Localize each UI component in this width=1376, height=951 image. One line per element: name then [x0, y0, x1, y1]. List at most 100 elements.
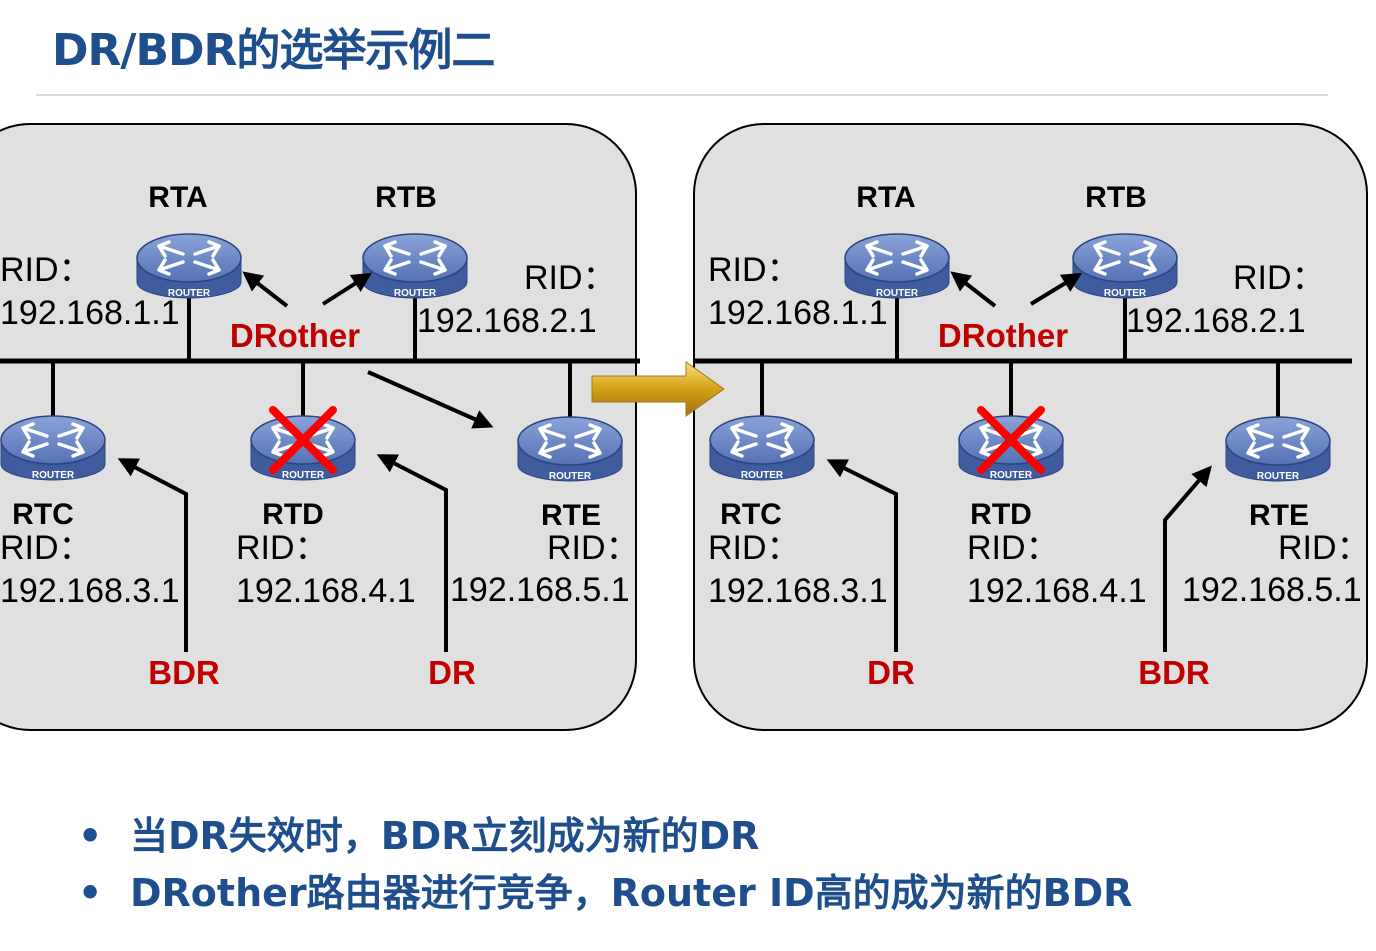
router-arrow-glyph	[766, 422, 794, 440]
router-name: RTE	[541, 499, 601, 532]
rtc-router-icon: ROUTER	[0, 415, 106, 481]
router-arrow-glyph	[538, 423, 566, 441]
dr-label: DR	[867, 654, 915, 691]
dr-pointer-arrow	[376, 454, 448, 652]
drother-label: DRother	[938, 317, 1068, 354]
router-name: RTD	[970, 498, 1032, 531]
bullet-marker: •	[78, 814, 103, 858]
router-name: RTB	[1085, 181, 1147, 214]
router-name: RTB	[375, 181, 437, 214]
failed-x-mark-icon	[269, 406, 337, 474]
rid-value: 192.168.3.1	[708, 572, 888, 610]
failed-x-stroke	[269, 406, 337, 474]
bdr-pointer-arrow	[1163, 465, 1212, 652]
bdr-label: BDR	[1138, 654, 1210, 691]
router-arrow-glyph	[1246, 423, 1274, 441]
router-top	[1072, 233, 1178, 283]
router-name: RTA	[148, 181, 207, 214]
rid-label: RID：	[524, 259, 617, 297]
rid-value: 192.168.5.1	[1182, 571, 1362, 609]
rid-label: RID：	[236, 529, 329, 567]
bullet-text: DRother路由器进行竞争，Router ID高的成为新的BDR	[130, 871, 1133, 915]
router-top	[844, 233, 950, 283]
rid-value: 192.168.1.1	[708, 294, 888, 332]
rid-value: 192.168.4.1	[967, 572, 1147, 610]
bullet-text: 当DR失效时，BDR立刻成为新的DR	[130, 814, 760, 858]
bullet-item: • 当DR失效时，BDR立刻成为新的DR	[78, 805, 759, 860]
router-name: RTA	[856, 181, 915, 214]
router-top	[709, 415, 815, 465]
drother-arrow	[950, 271, 997, 308]
router-arrow-glyph	[1282, 423, 1310, 441]
drother-label: DRother	[230, 317, 360, 354]
failed-x-mark-icon	[977, 406, 1045, 474]
router-name: RTC	[12, 498, 74, 531]
router-arrow-glyph	[901, 258, 929, 276]
router-icon-label: ROUTER	[1104, 288, 1147, 299]
router-arrow-glyph	[57, 440, 85, 458]
rtb-router-icon: ROUTER	[362, 233, 468, 299]
transition-arrow-icon	[591, 361, 725, 417]
router-arrow-glyph	[865, 258, 893, 276]
router-arrow-glyph	[865, 240, 893, 258]
drother-arrow	[242, 271, 289, 308]
router-name: RTE	[1249, 499, 1309, 532]
drother-arrow	[321, 272, 373, 306]
rtc-router-icon: ROUTER	[709, 415, 815, 481]
rid-value: 192.168.2.1	[1126, 302, 1306, 340]
router-top	[1225, 416, 1331, 466]
drother-arrow	[1029, 272, 1083, 306]
router-icon-label: ROUTER	[876, 288, 919, 299]
router-arrow-glyph	[538, 441, 566, 459]
rid-value: 192.168.5.1	[450, 571, 630, 609]
router-arrow-glyph	[157, 240, 185, 258]
rid-value: 192.168.1.1	[0, 294, 180, 332]
router-arrow-glyph	[1246, 441, 1274, 459]
rtd-router-icon: ROUTER	[958, 415, 1064, 481]
router-name: RTC	[720, 498, 782, 531]
router-icon-label: ROUTER	[282, 470, 325, 481]
rid-label: RID：	[1278, 529, 1371, 567]
router-arrow-glyph	[383, 240, 411, 258]
router-arrow-glyph	[766, 440, 794, 458]
router-arrow-glyph	[1093, 240, 1121, 258]
router-name: RTD	[262, 498, 324, 531]
router-icon-label: ROUTER	[394, 288, 437, 299]
router-top	[517, 416, 623, 466]
rid-label: RID：	[0, 251, 93, 289]
router-arrow-glyph	[193, 258, 221, 276]
router-top	[362, 233, 468, 283]
rid-label: RID：	[1233, 259, 1326, 297]
bullet-item: • DRother路由器进行竞争，Router ID高的成为新的BDR	[78, 862, 1132, 917]
rte-router-icon: ROUTER	[517, 416, 623, 482]
rid-label: RID：	[708, 251, 801, 289]
router-arrow-glyph	[21, 422, 49, 440]
router-arrow-glyph	[419, 240, 447, 258]
bdr-label: BDR	[148, 654, 220, 691]
rta-router-icon: ROUTER	[136, 233, 242, 299]
failed-x-stroke	[977, 406, 1045, 474]
router-arrow-glyph	[1093, 258, 1121, 276]
rta-router-icon: ROUTER	[844, 233, 950, 299]
bdr-pointer-arrow	[117, 458, 188, 652]
rid-label: RID：	[547, 529, 640, 567]
bullet-marker: •	[78, 871, 103, 915]
router-top	[0, 415, 106, 465]
drother-to-rte-arrow	[367, 370, 494, 429]
rte-router-icon: ROUTER	[1225, 416, 1331, 482]
page-title: DR/BDR的选举示例二	[52, 25, 495, 76]
router-icon-label: ROUTER	[990, 470, 1033, 481]
router-top	[136, 233, 242, 283]
router-arrow-glyph	[419, 258, 447, 276]
router-icon-label: ROUTER	[549, 471, 592, 482]
title-divider	[36, 94, 1328, 96]
router-arrow-glyph	[730, 440, 758, 458]
router-icon-label: ROUTER	[1257, 471, 1300, 482]
router-arrow-glyph	[21, 440, 49, 458]
router-arrow-glyph	[193, 240, 221, 258]
dr-label: DR	[428, 654, 476, 691]
router-arrow-glyph	[901, 240, 929, 258]
router-arrow-glyph	[1129, 240, 1157, 258]
rid-value: 192.168.4.1	[236, 572, 416, 610]
rid-label: RID：	[0, 529, 93, 567]
